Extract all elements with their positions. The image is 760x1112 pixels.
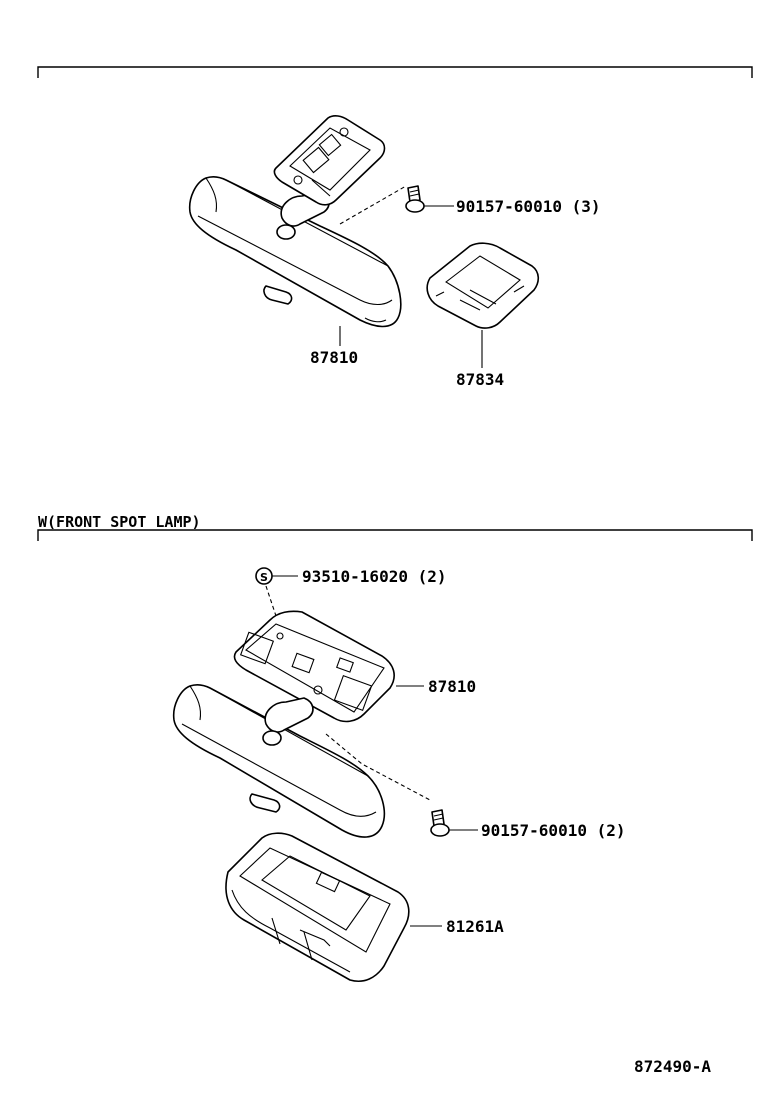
label-screw-bottom: 90157-60010 (2) (481, 821, 626, 840)
mounting-bracket-bottom: 87810 (233, 610, 476, 723)
lamp-housing: 81261A (225, 832, 504, 982)
label-lamp-housing: 81261A (446, 917, 504, 936)
bottom-section-frame (37, 529, 753, 541)
figure-code: 872490-A (634, 1057, 711, 1076)
label-clip: 93510-16020 (2) (302, 567, 447, 586)
inner-mirror-bottom (172, 683, 386, 838)
mirror-top-label-group: 87810 (310, 326, 358, 367)
label-mirror-top: 87810 (310, 348, 358, 367)
mounting-bracket-top (273, 115, 386, 206)
clip-symbol-letter: S (260, 571, 268, 584)
screw-bottom: 90157-60010 (2) (325, 733, 626, 840)
top-section-frame (37, 66, 753, 78)
label-screw-top: 90157-60010 (3) (456, 197, 601, 216)
label-cover: 87834 (456, 370, 504, 389)
screw-top: 90157-60010 (3) (339, 185, 601, 225)
clip-symbol: S 93510-16020 (2) (255, 567, 447, 617)
mirror-cover: 87834 (426, 242, 540, 389)
inner-mirror-top (188, 175, 402, 328)
section-heading-front-spot-lamp: W(FRONT SPOT LAMP) (38, 513, 201, 531)
label-mirror-bottom: 87810 (428, 677, 476, 696)
